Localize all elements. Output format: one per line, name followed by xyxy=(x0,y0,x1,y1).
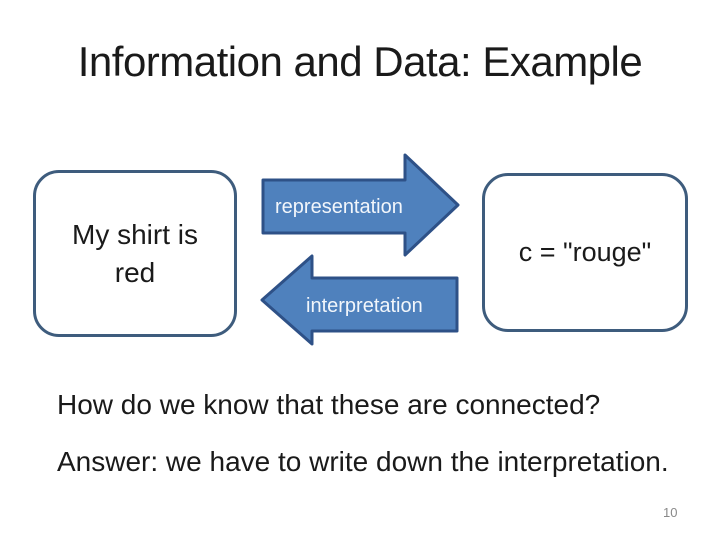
concept-box-left: My shirt is red xyxy=(33,170,237,337)
concept-box-right-label: c = "rouge" xyxy=(518,237,652,267)
interpretation-arrow: interpretation xyxy=(260,254,459,346)
representation-arrow-label: representation xyxy=(275,196,403,218)
concept-box-left-label: My shirt is red xyxy=(72,218,198,288)
page-number: 10 xyxy=(663,505,678,520)
answer-text: Answer: we have to write down the interp… xyxy=(57,446,669,477)
right-arrow-icon xyxy=(261,153,460,257)
page-title: Information and Data: Example xyxy=(77,38,643,85)
interpretation-arrow-label: interpretation xyxy=(306,295,423,317)
left-arrow-icon xyxy=(260,254,459,346)
concept-box-right: c = "rouge" xyxy=(482,173,688,332)
representation-arrow: representation xyxy=(261,153,460,257)
question-text: How do we know that these are connected? xyxy=(57,389,601,420)
